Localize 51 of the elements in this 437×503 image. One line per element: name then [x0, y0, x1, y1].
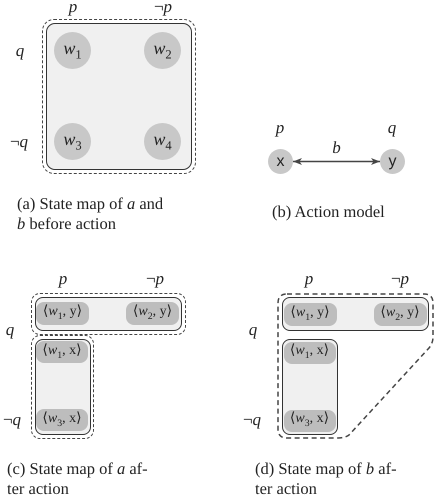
event-label: y	[388, 152, 396, 170]
event-node	[268, 149, 293, 174]
proposition-label: p	[68, 0, 78, 16]
proposition-label: p	[58, 270, 68, 288]
proposition-label: ¬p	[390, 270, 410, 288]
proposition-label: ¬q	[10, 133, 28, 151]
proposition-label: ¬q	[2, 411, 22, 429]
world-label: w$_{3}$	[63, 130, 82, 154]
world-label: w$_{1}$	[63, 38, 82, 62]
arrow	[293, 158, 380, 165]
world-node	[54, 123, 91, 160]
rounded-panel	[282, 297, 429, 331]
proposition-label: p	[276, 119, 284, 137]
world-node	[144, 32, 181, 69]
proposition-label: p	[304, 270, 314, 288]
proposition-label: ¬p	[146, 270, 164, 288]
proposition-label: q	[388, 119, 396, 137]
pair-node	[36, 341, 88, 363]
pair-label: ⟨w$_{1}$, x⟩	[290, 343, 330, 362]
pair-label: ⟨w$_{3}$, x⟩	[42, 410, 82, 430]
pair-label: ⟨w$_{2}$, y⟩	[380, 304, 420, 324]
proposition-label: ¬q	[242, 411, 262, 429]
pair-label: ⟨w$_{1}$, y⟩	[290, 304, 330, 324]
pair-node	[36, 302, 89, 325]
world-label: w$_{2}$	[153, 38, 172, 62]
pair-node	[284, 410, 336, 432]
pair-node	[284, 342, 336, 364]
world-node	[144, 123, 181, 160]
world-node	[54, 32, 91, 69]
rounded-panel	[282, 339, 338, 435]
edge-label: b	[330, 138, 343, 156]
pair-label: ⟨w$_{1}$, y⟩	[42, 304, 82, 323]
dashed-outline	[277, 293, 434, 439]
subfigure-caption: (b) Action model	[272, 202, 385, 222]
pair-label: ⟨w$_{3}$, x⟩	[290, 411, 330, 430]
pair-label: ⟨w$_{2}$, y⟩	[132, 304, 172, 323]
proposition-label: q	[6, 321, 14, 339]
proposition-label: q	[248, 321, 258, 339]
pair-node	[374, 302, 426, 326]
pair-node	[284, 302, 336, 326]
pair-label: ⟨w$_{1}$, x⟩	[42, 342, 82, 362]
proposition-label: ¬p	[154, 0, 172, 16]
proposition-label: q	[16, 42, 24, 60]
event-label: x	[276, 152, 284, 170]
world-label: w$_{4}$	[153, 130, 172, 154]
subfigure-caption: (d) State map of b af- ter action	[255, 459, 398, 499]
pair-node	[126, 302, 179, 325]
subfigure-caption: (c) State map of a af- ter action	[7, 459, 149, 499]
event-node	[380, 149, 405, 174]
subfigure-caption: (a) State map of a and b before action	[17, 194, 164, 234]
pair-node	[36, 409, 88, 431]
